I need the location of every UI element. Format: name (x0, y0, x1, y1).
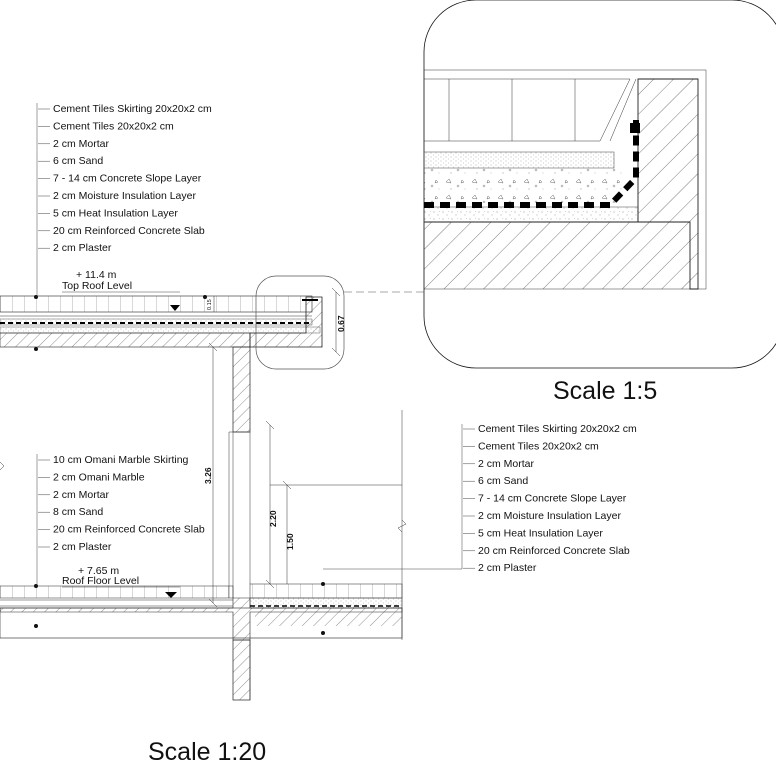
right-layer-label-4: 7 - 14 cm Concrete Slope Layer (478, 493, 627, 505)
detail-slab (424, 222, 690, 289)
floor-level-marker (165, 592, 177, 598)
top-level-marker (170, 305, 180, 311)
detail-marker (255, 275, 345, 370)
floor-layer-labels: 10 cm Omani Marble Skirting 2 cm Omani Ma… (36, 454, 205, 588)
roof-slab (0, 332, 251, 348)
wall-upper (232, 346, 251, 433)
roof-layer-label-7: 20 cm Reinforced Concrete Slab (53, 225, 205, 237)
floor-level-name: Roof Floor Level (62, 575, 139, 587)
floor-section: 3.26 2.20 1.50 (0, 342, 407, 701)
floor-layer-label-1: 2 cm Omani Marble (53, 471, 145, 483)
right-layer-label-6: 5 cm Heat Insulation Layer (478, 527, 603, 539)
floor-left-tiles (0, 585, 234, 599)
main-scale-label: Scale 1:20 (148, 738, 266, 766)
roof-layer-label-8: 2 cm Plaster (53, 242, 112, 254)
right-layer-label-5: 2 cm Moisture Insulation Layer (478, 510, 621, 522)
roof-tiles (0, 295, 313, 313)
right-layer-label-8: 2 cm Plaster (478, 562, 537, 574)
right-layer-label-2: 2 cm Mortar (478, 458, 535, 470)
detail-heat-insulation (423, 206, 639, 223)
roof-layer-label-0: Cement Tiles Skirting 20x20x2 cm (53, 103, 212, 115)
right-layer-label-0: Cement Tiles Skirting 20x20x2 cm (478, 423, 637, 435)
right-layer-label-7: 20 cm Reinforced Concrete Slab (478, 545, 630, 557)
roof-layer-label-3: 6 cm Sand (53, 155, 103, 167)
skirting-dimension: 0.15 (207, 299, 213, 310)
right-layer-label-1: Cement Tiles 20x20x2 cm (478, 440, 599, 452)
parapet-dimension: 0.67 (336, 315, 346, 332)
floor-level-value: + 7.65 m (78, 565, 119, 577)
detail-mortar (423, 151, 615, 169)
floor-layer-label-4: 20 cm Reinforced Concrete Slab (53, 524, 205, 536)
roof-layer-label-2: 2 cm Mortar (53, 138, 110, 150)
detail-slope-layer (424, 168, 624, 203)
floor-layer-label-2: 2 cm Mortar (53, 489, 110, 501)
roof-layer-labels: Cement Tiles Skirting 20x20x2 cm Cement T… (36, 103, 212, 297)
detail-tiles (424, 78, 637, 142)
floor-layer-label-5: 2 cm Plaster (53, 541, 112, 553)
top-level-name: Top Roof Level (62, 280, 132, 292)
top-level-value: + 11.4 m (76, 269, 117, 281)
floor-layer-label-3: 8 cm Sand (53, 506, 103, 518)
roof-layer-label-1: Cement Tiles 20x20x2 cm (53, 120, 174, 132)
detail-scale-label: Scale 1:5 (553, 377, 657, 405)
right-layer-label-3: 6 cm Sand (478, 475, 528, 487)
roof-layer-label-5: 2 cm Moisture Insulation Layer (53, 190, 196, 202)
roof-layer-label-6: 5 cm Heat Insulation Layer (53, 207, 178, 219)
detail-callout: Scale 1:5 (423, 0, 776, 405)
right-layer-labels: Cement Tiles Skirting 20x20x2 cm Cement T… (323, 423, 637, 574)
wall-height-dimension: 3.26 (203, 467, 213, 484)
floor-layer-label-0: 10 cm Omani Marble Skirting (53, 454, 189, 466)
roof-section: 0.67 0.15 (0, 275, 346, 433)
opening-height-dimension: 2.20 (268, 510, 278, 527)
floor-right-tiles (249, 583, 403, 599)
wall-lower (232, 639, 251, 701)
sill-height-dimension: 1.50 (285, 533, 295, 550)
roof-layer-label-4: 7 - 14 cm Concrete Slope Layer (53, 173, 202, 185)
